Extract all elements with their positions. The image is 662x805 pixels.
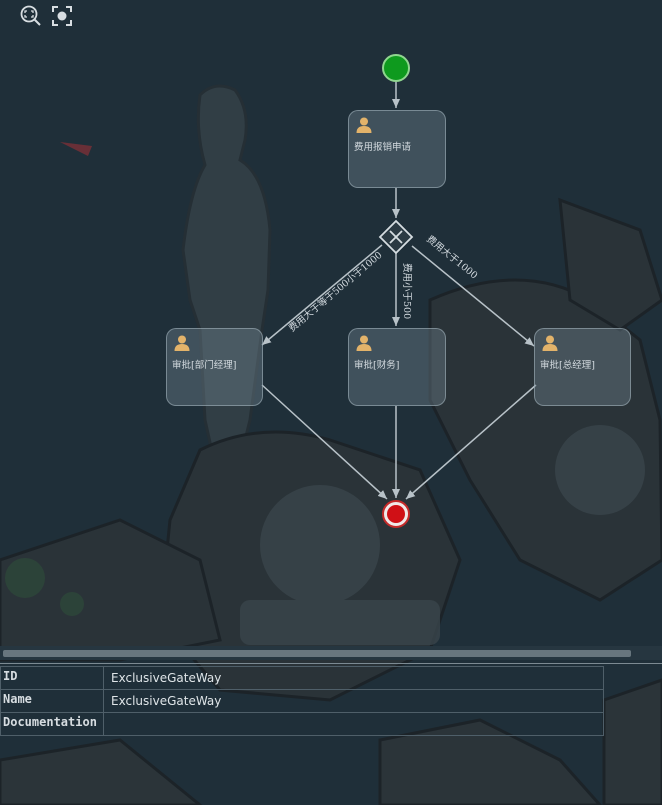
flow-gateway-to-dept — [261, 244, 383, 346]
property-key: ID — [0, 666, 104, 690]
start-event[interactable] — [382, 54, 410, 82]
flow-gm-to-end — [405, 384, 537, 500]
user-icon — [356, 117, 372, 133]
task-label: 费用报销申请 — [354, 142, 412, 153]
panel-divider[interactable] — [0, 663, 662, 664]
task-dept-manager[interactable]: 审批[部门经理] — [166, 328, 263, 406]
flow-label-between: 费用大于等于500小于1000 — [286, 249, 384, 334]
property-key: Name — [0, 689, 104, 713]
properties-table: ID ExclusiveGateWay Name ExclusiveGateWa… — [0, 666, 604, 736]
fit-view-icon[interactable] — [50, 4, 74, 28]
task-finance[interactable]: 审批[财务] — [348, 328, 446, 406]
end-event[interactable] — [382, 500, 410, 528]
property-value[interactable]: ExclusiveGateWay — [103, 689, 604, 713]
user-icon — [174, 335, 190, 351]
flow-label-greater: 费用大于1000 — [424, 233, 480, 281]
table-row: Name ExclusiveGateWay — [0, 689, 604, 713]
table-row: ID ExclusiveGateWay — [0, 666, 604, 690]
flow-gateway-to-gm — [411, 245, 535, 347]
property-key: Documentation — [0, 712, 104, 736]
zoom-icon[interactable] — [18, 4, 42, 28]
property-value[interactable] — [103, 712, 604, 736]
task-general-manager[interactable]: 审批[总经理] — [534, 328, 631, 406]
scrollbar-thumb[interactable] — [3, 650, 631, 657]
table-row: Documentation — [0, 712, 604, 736]
process-diagram: 费用大于等于500小于1000 费用小于500 费用大于1000 — [261, 54, 537, 528]
flow-dept-to-end — [261, 384, 388, 500]
task-label: 审批[部门经理] — [172, 360, 237, 371]
property-value[interactable]: ExclusiveGateWay — [103, 666, 604, 690]
task-apply[interactable]: 费用报销申请 — [348, 110, 446, 188]
horizontal-scrollbar[interactable] — [0, 646, 662, 660]
user-icon — [542, 335, 558, 351]
user-icon — [356, 335, 372, 351]
exclusive-gateway[interactable] — [378, 219, 414, 255]
task-label: 审批[财务] — [354, 360, 400, 371]
task-label: 审批[总经理] — [540, 360, 595, 371]
flow-label-less: 费用小于500 — [401, 263, 413, 319]
